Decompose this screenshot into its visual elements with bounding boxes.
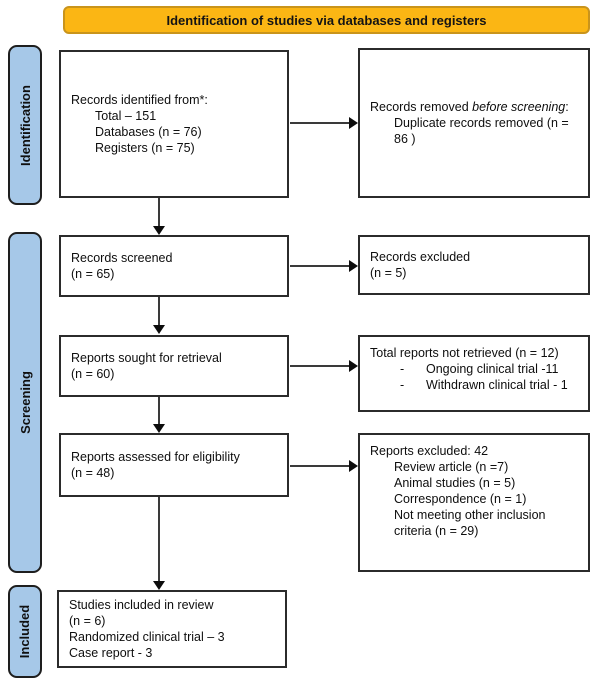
- box-records-removed-item: Duplicate records removed (n = 86 ): [394, 116, 569, 146]
- box-records-identified: Records identified from*: Total – 151 Da…: [59, 50, 289, 198]
- box-records-excluded-line: Records excluded: [370, 250, 471, 264]
- box-reports-sought-line: Reports sought for retrieval: [71, 351, 222, 365]
- sidebar-label-identification-text: Identification: [17, 84, 33, 166]
- box-records-removed: Records removed before screening: Duplic…: [358, 48, 590, 198]
- box-reports-excluded-item: Review article (n =7): [394, 460, 509, 474]
- box-reports-excluded-item: Correspondence (n = 1): [394, 492, 527, 506]
- box-records-screened-line: (n = 65): [71, 267, 115, 281]
- arrow-sought-to-assessed: [153, 397, 165, 433]
- box-reports-not-retrieved: Total reports not retrieved (n = 12) - On…: [358, 335, 590, 412]
- box-records-excluded: Records excluded (n = 5): [358, 235, 590, 295]
- dash-bullet: -: [400, 378, 405, 392]
- box-studies-included: Studies included in review (n = 6) Rando…: [57, 590, 287, 668]
- sidebar-label-included: Included: [8, 585, 42, 678]
- box-records-removed-title-italic: before screening: [472, 100, 566, 114]
- box-reports-assessed-line: Reports assessed for eligibility: [71, 450, 240, 464]
- sidebar-label-screening-text: Screening: [17, 371, 33, 434]
- box-reports-excluded-item: Animal studies (n = 5): [394, 476, 516, 490]
- box-reports-assessed-line: (n = 48): [71, 466, 115, 480]
- box-reports-not-retrieved-item-text: Ongoing clinical trial -11: [426, 362, 559, 376]
- header-title: Identification of studies via databases …: [166, 12, 487, 28]
- box-records-identified-item: Registers (n = 75): [95, 141, 195, 155]
- box-reports-not-retrieved-item: - Ongoing clinical trial -11: [370, 361, 578, 377]
- box-records-removed-title-suffix: :: [565, 100, 569, 114]
- box-records-identified-item: Total – 151: [95, 109, 157, 123]
- box-reports-excluded: Reports excluded: 42 Review article (n =…: [358, 433, 590, 572]
- dash-bullet: -: [400, 362, 405, 376]
- box-records-screened: Records screened (n = 65): [59, 235, 289, 297]
- sidebar-label-identification: Identification: [8, 45, 42, 205]
- box-reports-excluded-title: Reports excluded: 42: [370, 444, 489, 458]
- box-records-removed-title: Records removed before screening:: [370, 99, 578, 115]
- box-studies-included-line: Studies included in review: [69, 598, 214, 612]
- box-reports-assessed: Reports assessed for eligibility (n = 48…: [59, 433, 289, 497]
- box-reports-not-retrieved-title: Total reports not retrieved (n = 12): [370, 346, 559, 360]
- box-reports-not-retrieved-item-text: Withdrawn clinical trial - 1: [426, 378, 568, 392]
- box-reports-excluded-item: Not meeting other inclusion criteria (n …: [394, 508, 546, 538]
- arrow-screened-to-sought: [153, 297, 165, 334]
- sidebar-label-included-text: Included: [17, 604, 33, 659]
- arrow-sought-to-not-retrieved: [290, 360, 358, 372]
- box-reports-sought: Reports sought for retrieval (n = 60): [59, 335, 289, 397]
- box-reports-not-retrieved-item: - Withdrawn clinical trial - 1: [370, 377, 578, 393]
- sidebar-label-screening: Screening: [8, 232, 42, 573]
- box-reports-sought-line: (n = 60): [71, 367, 115, 381]
- arrow-assessed-to-reports-excluded: [290, 460, 358, 472]
- arrow-assessed-to-included: [153, 497, 165, 590]
- box-records-removed-title-prefix: Records removed: [370, 100, 473, 114]
- box-records-identified-item: Databases (n = 76): [95, 125, 202, 139]
- arrow-identified-to-screened: [153, 198, 165, 235]
- box-studies-included-line: Randomized clinical trial – 3: [69, 630, 225, 644]
- box-studies-included-line: Case report - 3: [69, 646, 153, 660]
- box-studies-included-line: (n = 6): [69, 614, 106, 628]
- header-banner: Identification of studies via databases …: [63, 6, 590, 34]
- arrow-identified-to-removed: [290, 117, 358, 129]
- box-records-excluded-line: (n = 5): [370, 266, 407, 280]
- box-records-identified-title: Records identified from*:: [71, 93, 208, 107]
- arrow-screened-to-excluded: [290, 260, 358, 272]
- box-records-screened-line: Records screened: [71, 251, 173, 265]
